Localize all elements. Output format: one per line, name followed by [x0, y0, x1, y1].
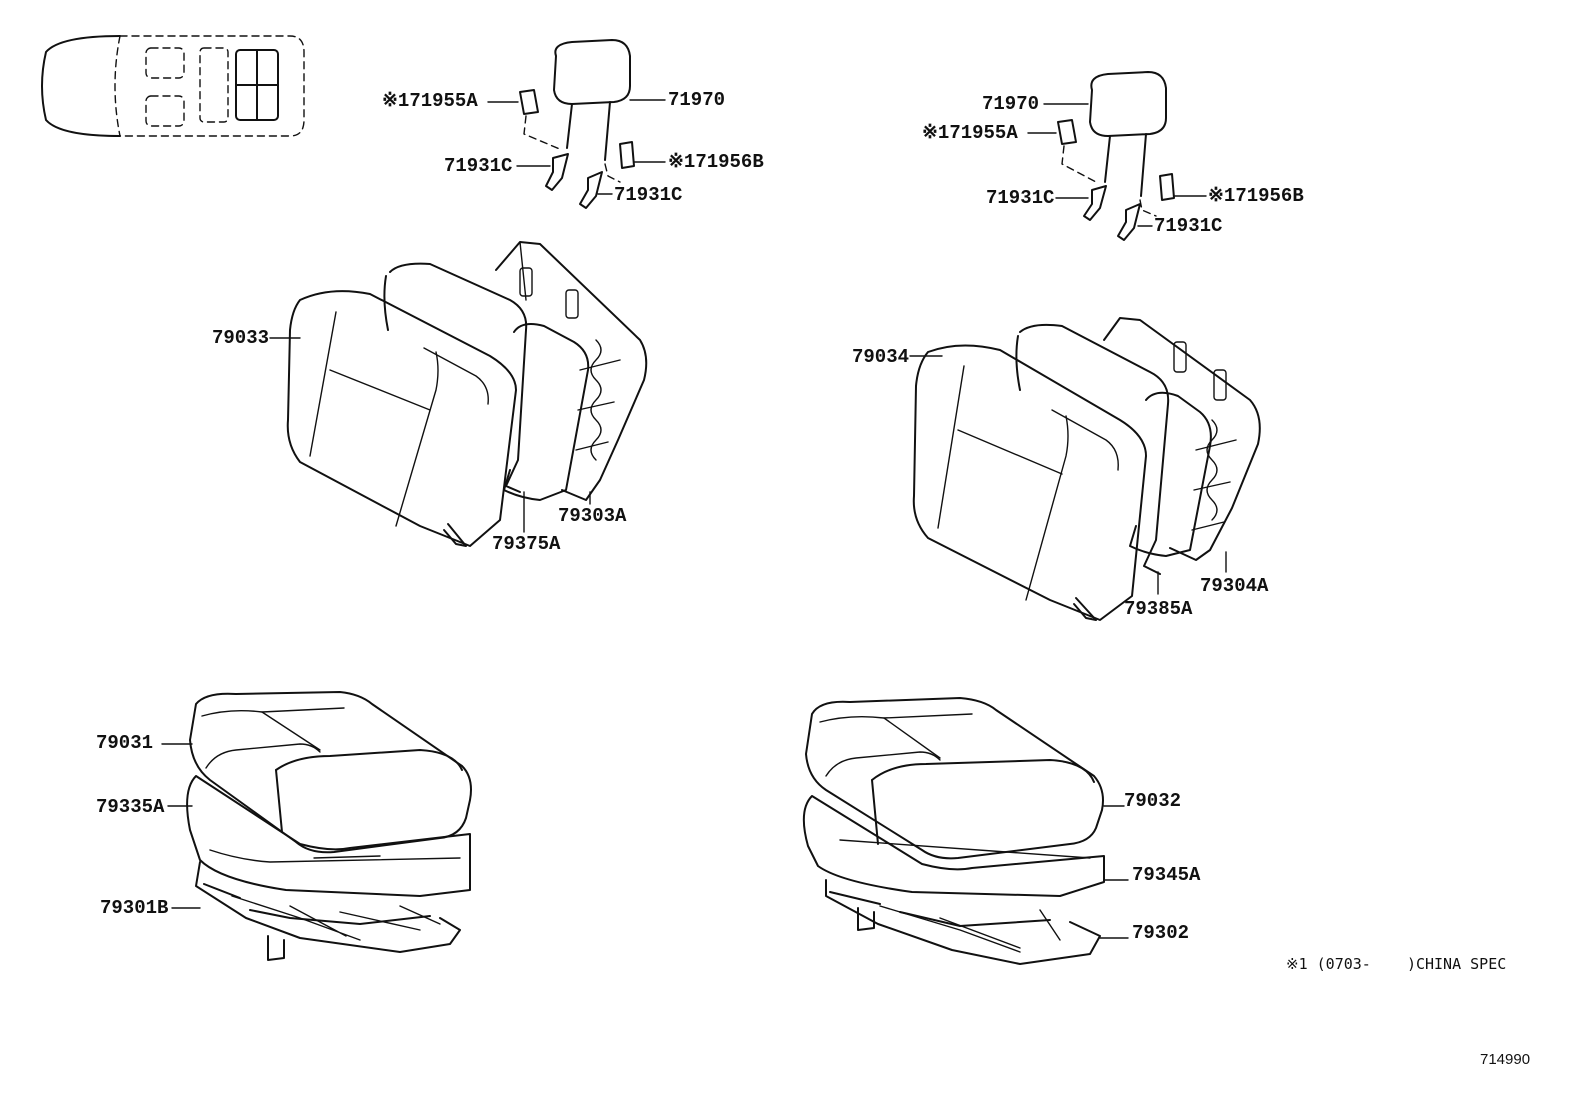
- vehicle-locator-icon: [41, 35, 305, 137]
- label-79031: 79031: [96, 732, 154, 754]
- label-171955a-right: ※171955A: [922, 122, 1018, 144]
- label-171956b-right: ※171956B: [1208, 185, 1304, 207]
- label-71931c-right-a: 71931C: [986, 187, 1055, 209]
- diagram-code: 714990: [1480, 1051, 1531, 1068]
- label-71931c-left-b: 71931C: [614, 184, 683, 206]
- label-79385a: 79385A: [1124, 598, 1193, 620]
- left-headrest-group: [487, 39, 666, 209]
- label-79033: 79033: [212, 327, 270, 349]
- label-71970-right: 71970: [982, 93, 1040, 115]
- footnote-china-spec: ※1 (0703- )CHINA SPEC: [1286, 955, 1507, 973]
- label-79034: 79034: [852, 346, 910, 368]
- label-79301b: 79301B: [100, 897, 169, 919]
- right-seatback: [909, 317, 1261, 621]
- label-71931c-right-b: 71931C: [1154, 215, 1223, 237]
- label-79302: 79302: [1132, 922, 1190, 944]
- label-79375a: 79375A: [492, 533, 561, 555]
- right-headrest-group: [1027, 71, 1207, 241]
- right-seat-cushion: [802, 697, 1129, 965]
- label-71931c-left-a: 71931C: [444, 155, 513, 177]
- label-79303a: 79303A: [558, 505, 627, 527]
- label-79032: 79032: [1124, 790, 1182, 812]
- left-seat-cushion: [161, 691, 472, 961]
- label-79345a: 79345A: [1132, 864, 1201, 886]
- label-171955a-left: ※171955A: [382, 90, 478, 112]
- left-seatback: [269, 241, 648, 547]
- label-79304a: 79304A: [1200, 575, 1269, 597]
- label-79335a: 79335A: [96, 796, 165, 818]
- label-71970-left: 71970: [668, 89, 726, 111]
- label-171956b-left: ※171956B: [668, 151, 764, 173]
